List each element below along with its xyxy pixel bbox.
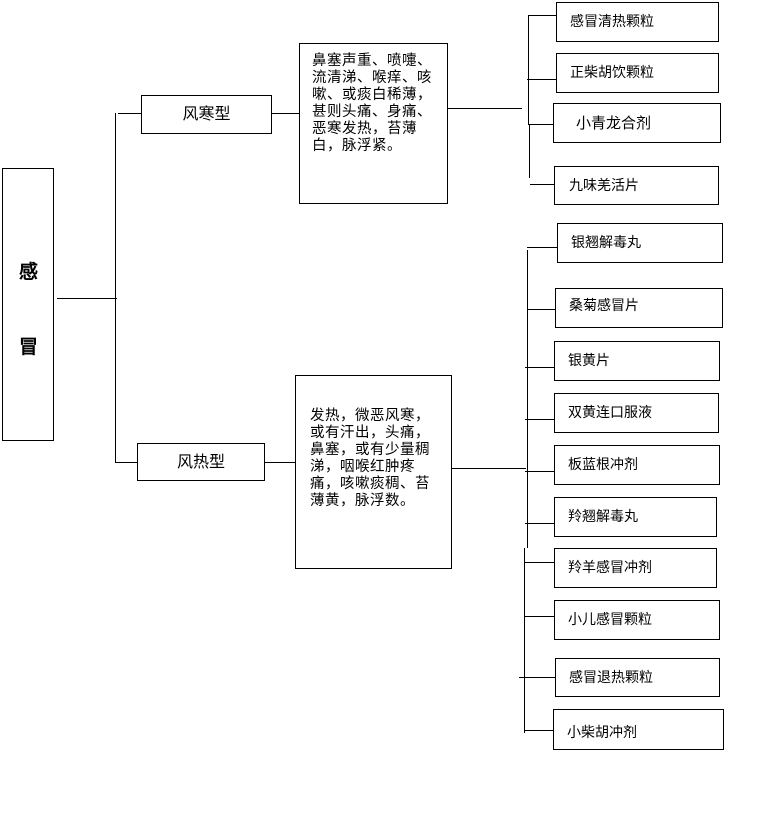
medicine-box: 银翘解毒丸 (557, 223, 723, 263)
symptoms-wind-cold: 鼻塞声重、喷嚏、流清涕、喉痒、咳嗽、或痰白稀薄，甚则头痛、身痛、恶寒发热，苔薄白… (299, 43, 448, 204)
symptoms-text: 鼻塞声重、喷嚏、流清涕、喉痒、咳嗽、或痰白稀薄，甚则头痛、身痛、恶寒发热，苔薄白… (312, 53, 432, 154)
medicine-box: 小柴胡冲剂 (553, 709, 724, 750)
medicine-box: 双黄连口服液 (554, 393, 719, 433)
medicine-box: 羚翘解毒丸 (554, 497, 717, 537)
medicine-box: 银黄片 (554, 341, 720, 381)
medicine-box: 感冒退热颗粒 (555, 658, 720, 697)
medicine-box: 感冒清热颗粒 (556, 2, 719, 42)
symptoms-wind-heat: 发热，微恶风寒，或有汗出，头痛，鼻塞，或有少量稠涕，咽喉红肿疼痛，咳嗽痰稠、苔薄… (295, 375, 452, 569)
medicine-box: 桑菊感冒片 (555, 288, 723, 328)
type-wind-cold: 风寒型 (141, 95, 272, 134)
symptoms-text: 发热，微恶风寒，或有汗出，头痛，鼻塞，或有少量稠涕，咽喉红肿疼痛，咳嗽痰稠、苔薄… (310, 408, 430, 509)
medicine-box: 小儿感冒颗粒 (554, 600, 720, 640)
medicine-box: 正柴胡饮颗粒 (556, 53, 719, 93)
medicine-box: 九味羌活片 (554, 166, 719, 205)
medicine-box: 小青龙合剂 (553, 103, 721, 143)
root-char-2: 冒 (19, 336, 39, 358)
type-wind-heat: 风热型 (137, 443, 265, 481)
root-char-1: 感 (19, 261, 39, 283)
root-node-cold: 感 冒 (2, 168, 54, 441)
medicine-box: 板蓝根冲剂 (554, 445, 720, 485)
medicine-box: 羚羊感冒冲剂 (554, 548, 717, 588)
